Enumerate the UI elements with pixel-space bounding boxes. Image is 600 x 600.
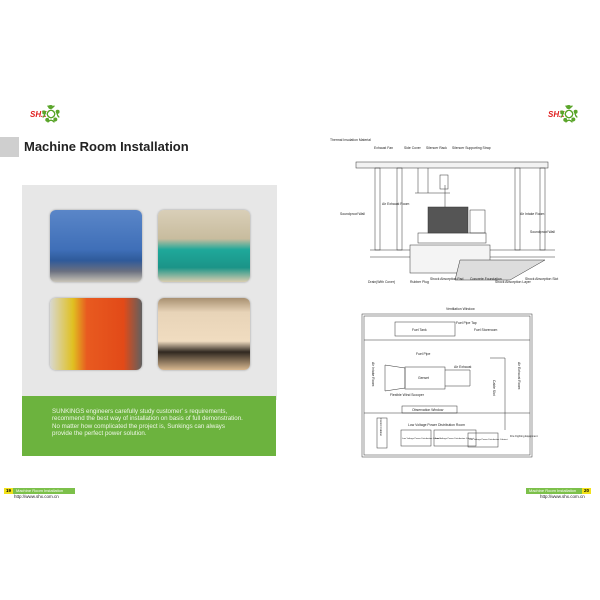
label-cabinet-2: Low Voltage Power Distribution Cabinet [435, 437, 474, 440]
label-fuel-tank: Fuel Tank [412, 328, 427, 332]
brand-logo-right: SHX [548, 105, 578, 125]
gear-icon [42, 105, 60, 123]
label-fire-equipment: Fire Fighting Equipment [510, 434, 538, 438]
brand-logo: SHX [30, 105, 60, 125]
label-air-exhaust-room: Air Exhaust Room [382, 202, 409, 206]
label-shock-layer: Shock Absorption Layer [495, 280, 532, 284]
logo-text: SHX [30, 110, 47, 119]
title-tab-decoration [0, 137, 19, 157]
right-footer: Machine Room Installation 20 [526, 488, 591, 494]
section-diagram: Thermal Insulation Material Exhaust Fan … [330, 138, 558, 284]
label-soundproof-right: Soundproof Wall [530, 230, 555, 234]
footer-section: Machine Room Installation [13, 488, 75, 494]
label-silencer-strap: Silencer Supporting Strap [452, 146, 491, 150]
label-soundproof-left: Soundproof Wall [340, 212, 365, 216]
label-thermal: Thermal Insulation Material [330, 138, 371, 142]
footer-url[interactable]: http://www.shx.com.cn [14, 494, 59, 499]
photo-panel [22, 185, 277, 400]
label-rubber-plug: Rubber Plug [410, 280, 429, 284]
label-shock-slot: Shock Absorption Slot [525, 277, 558, 281]
label-side-cover: Side Cover [404, 146, 422, 150]
label-air-intake: Air Intake Room [371, 362, 375, 386]
description-box: SUNKINGS engineers carefully study custo… [22, 396, 276, 456]
label-silencer-rack: Silencer Rack [426, 146, 447, 150]
description-text: SUNKINGS engineers carefully study custo… [52, 408, 243, 438]
footer-url[interactable]: http://www.shx.com.cn [540, 494, 585, 499]
label-drain: Drain(With Cover) [368, 280, 395, 284]
footer-section: Machine Room Installation [526, 488, 582, 494]
plan-labels: Ventilation Window Fuel Pipe Tap Fuel Ta… [371, 307, 538, 441]
label-exhaust-fan: Exhaust Fan [374, 146, 393, 150]
label-cable-slot: Cable Slot [492, 380, 496, 396]
photo-orange-genset [50, 298, 142, 370]
label-air-intake-room: Air Intake Room [520, 212, 544, 216]
plan-diagram: Ventilation Window Fuel Pipe Tap Fuel Ta… [361, 307, 538, 458]
label-lv-room: Low Voltage Power Distribution Room [408, 423, 465, 427]
photo-outdoor-gensets [50, 210, 142, 282]
label-cabinet-1: Low Voltage Power Distribution Cabinet [402, 437, 441, 440]
left-footer: 19 Machine Room Installation [4, 488, 75, 494]
label-shock-pad: Shock Absorption Pad [430, 277, 463, 281]
label-cabinet-3: Low Voltage Power Distribution Cabinet [469, 438, 508, 441]
logo-text: SHX [548, 110, 565, 119]
label-observation: Observation Window [412, 408, 444, 412]
page-title: Machine Room Installation [24, 139, 189, 154]
section-labels: Thermal Insulation Material Exhaust Fan … [330, 138, 558, 284]
gear-icon [560, 105, 578, 123]
page-number: 20 [582, 488, 591, 494]
label-concrete: Concrete Foundation [470, 277, 502, 281]
label-fuel-pipe: Fuel Pipe [416, 352, 430, 356]
label-air-exhaust: Air Exhaust [454, 365, 471, 369]
photo-room-genset [158, 298, 250, 370]
label-control-cabinet: Control Cabinet [379, 418, 383, 436]
label-ventilation: Ventilation Window [446, 307, 475, 311]
label-fuel-store: Fuel Storeroom [474, 328, 498, 332]
label-genset: Genset [418, 376, 429, 380]
label-air-exhaust-room: Air Exhaust Room [517, 362, 521, 389]
page-number: 19 [4, 488, 13, 494]
label-fuel-tap: Fuel Pipe Tap [456, 321, 477, 325]
label-scooper: Flexible Wind Scooper [390, 393, 425, 397]
photo-indoor-gensets [158, 210, 250, 282]
